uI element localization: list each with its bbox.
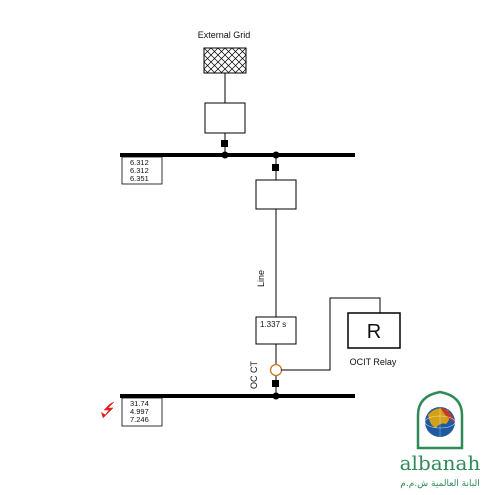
ct-label: OC CT: [249, 361, 259, 390]
fault-lightning-icon[interactable]: [101, 401, 115, 419]
relay-symbol: R: [367, 321, 381, 343]
company-logo: albanah البانة العالمية ش.م.م: [400, 390, 481, 489]
top-bus-result-box: 6.312 6.312 6.351: [121, 156, 163, 185]
bottom-bus-value-1: 31.74: [130, 399, 149, 408]
grid-breaker-box[interactable]: [204, 102, 246, 134]
relay-block[interactable]: [347, 312, 401, 349]
bottom-bus-value-2: 4.997: [130, 407, 149, 416]
top-bus-value-3: 6.351: [130, 174, 149, 183]
ct-relay-wiring: [281, 297, 381, 371]
current-transformer-symbol[interactable]: [269, 363, 283, 377]
logo-arabic-text: البانة العالمية ش.م.م: [400, 479, 479, 489]
external-grid-symbol[interactable]: [203, 47, 247, 74]
external-grid-label: External Grid: [198, 30, 251, 40]
globe-icon: [424, 407, 456, 437]
top-bus-value-1: 6.312: [130, 158, 149, 167]
relay-breaker-box[interactable]: [255, 316, 297, 345]
grid-switch-marker[interactable]: [221, 140, 228, 147]
logo-latin-text: albanah: [400, 451, 481, 475]
bottom-switch-marker[interactable]: [272, 380, 279, 387]
top-bus-value-2: 6.312: [130, 166, 149, 175]
bottom-bus-value-3: 7.246: [130, 415, 149, 424]
line-switch-marker[interactable]: [272, 164, 279, 171]
bottom-bus-result-box: 31.74 4.997 7.246: [121, 397, 163, 427]
line-label: Line: [256, 270, 266, 287]
relay-label: OCIT Relay: [350, 357, 397, 367]
line-breaker-box[interactable]: [255, 179, 297, 210]
relay-time-value: 1.337 s: [260, 320, 286, 329]
